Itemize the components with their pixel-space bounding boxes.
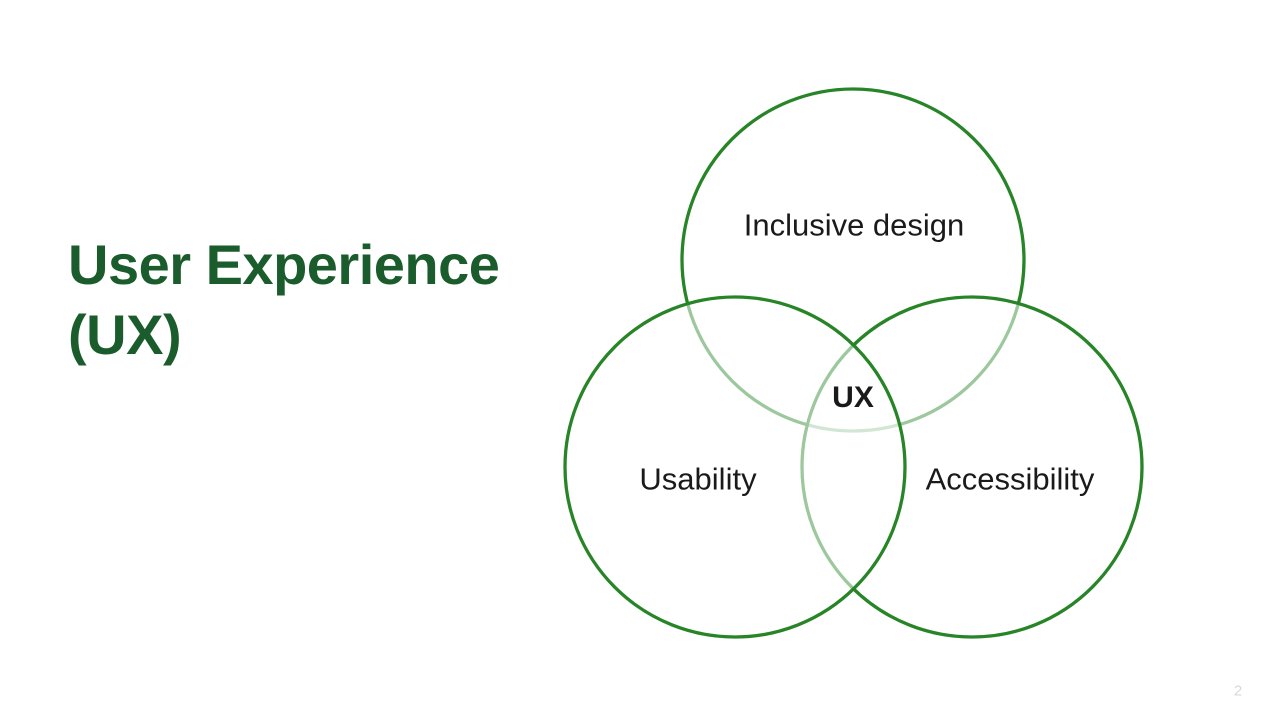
venn-label-accessibility: Accessibility xyxy=(925,461,1095,497)
venn-label-usability: Usability xyxy=(639,461,757,497)
page-number: 2 xyxy=(1233,682,1243,700)
slide-title: User Experience (UX) xyxy=(68,230,500,370)
venn-label-ux-center: UX xyxy=(832,381,874,414)
venn-label-inclusive-design: Inclusive design xyxy=(743,207,965,243)
venn-circle-usability xyxy=(563,295,907,639)
slide-title-line2: (UX) xyxy=(68,303,182,366)
slide-title-line1: User Experience xyxy=(68,233,500,296)
